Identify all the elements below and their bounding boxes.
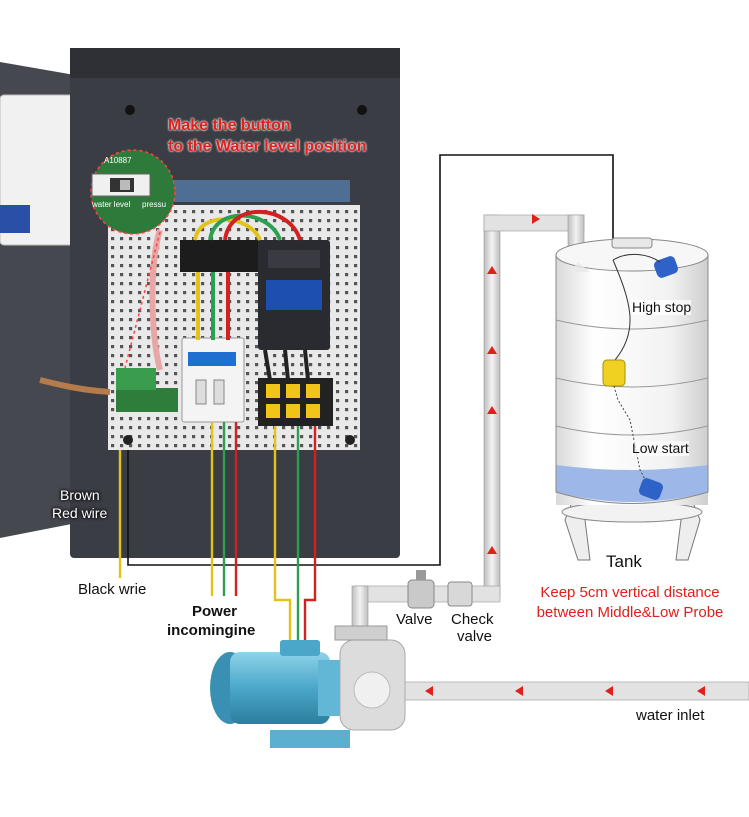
probe-cable bbox=[127, 154, 614, 566]
valve-body bbox=[407, 579, 435, 609]
annotation-line-1: Make the button bbox=[168, 117, 291, 134]
top-terminal-block bbox=[180, 240, 260, 272]
switch-model-label: A10887 bbox=[104, 156, 132, 165]
pump-motor bbox=[230, 652, 330, 724]
annotation-line-2: to the Water level position bbox=[168, 138, 367, 155]
label-power: Power bbox=[192, 603, 238, 620]
label-black-wire: Black wrie bbox=[78, 581, 147, 598]
control-cabinet bbox=[0, 48, 400, 558]
switch-water-level-label: water level bbox=[92, 200, 131, 209]
note-line-2: between Middle&Low Probe bbox=[536, 604, 724, 621]
label-high-stop: High stop bbox=[632, 299, 692, 316]
label-valve: Valve bbox=[396, 611, 433, 628]
label-tank: Tank bbox=[606, 552, 642, 571]
label-red-wire: Red wire bbox=[52, 505, 108, 521]
label-check-valve: valve bbox=[457, 628, 493, 645]
counterweight bbox=[602, 359, 626, 387]
yellow-terminal-strip bbox=[258, 378, 333, 426]
power-wires bbox=[118, 422, 317, 650]
label-water-inlet: water inlet bbox=[636, 707, 705, 724]
internal-wires bbox=[149, 209, 310, 381]
green-control-terminal bbox=[116, 388, 178, 412]
flow-arrows bbox=[425, 214, 705, 696]
water-fill bbox=[556, 465, 708, 502]
label-incoming: incomingine bbox=[167, 622, 256, 639]
note-line-1: Keep 5cm vertical distance bbox=[540, 584, 720, 601]
switch-pressure-label: pressu bbox=[142, 200, 167, 209]
water-pump bbox=[210, 625, 406, 748]
low-float bbox=[638, 478, 664, 500]
contactor bbox=[258, 240, 330, 350]
water-tank bbox=[555, 237, 709, 561]
label-brown: Brown bbox=[60, 487, 100, 503]
check-valve-body bbox=[447, 581, 473, 607]
switch-board-callout bbox=[90, 149, 176, 369]
label-check: Check bbox=[451, 611, 494, 628]
circuit-breaker bbox=[181, 337, 245, 423]
label-low-start: Low start bbox=[632, 440, 689, 457]
